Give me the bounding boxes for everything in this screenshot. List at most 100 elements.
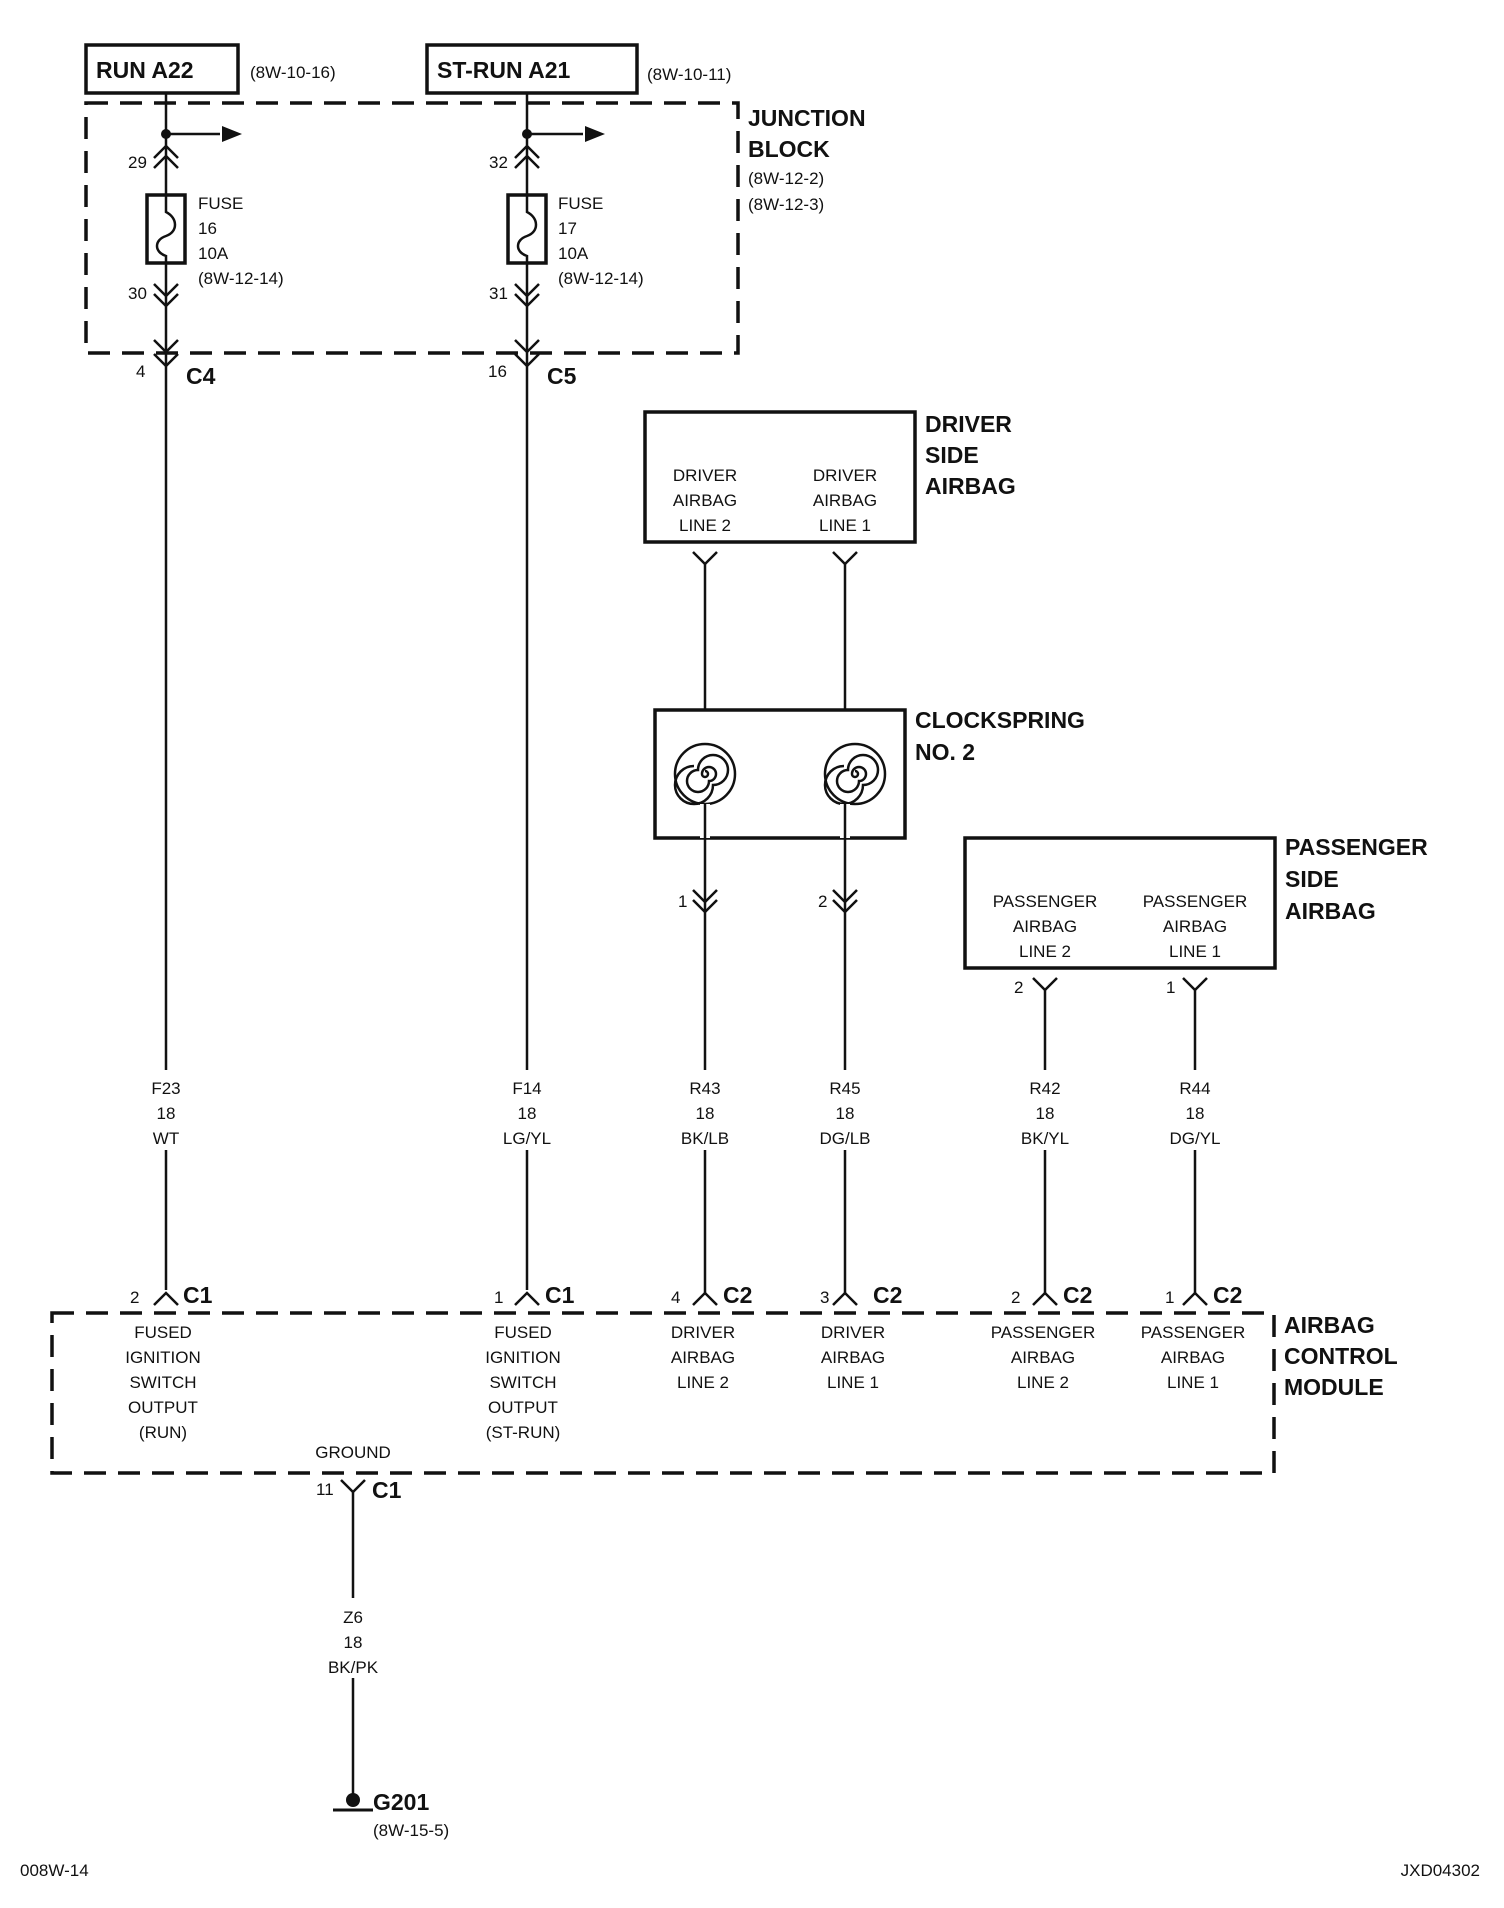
run-a22-ref: (8W-10-16) xyxy=(250,63,336,82)
svg-text:1: 1 xyxy=(1165,1288,1174,1307)
driver-airbag-left-2: AIRBAG xyxy=(673,491,737,510)
svg-text:2: 2 xyxy=(1011,1288,1020,1307)
acm-ground-pin: 11 xyxy=(316,1480,334,1499)
driver-airbag-wires xyxy=(692,551,858,1295)
acm-title-3: MODULE xyxy=(1284,1374,1384,1400)
svg-text:18: 18 xyxy=(1036,1104,1055,1123)
svg-text:18: 18 xyxy=(836,1104,855,1123)
wire-f23-label: F23 18 WT xyxy=(140,1070,192,1150)
clockspring-pin-1: 1 xyxy=(678,892,687,911)
svg-text:IGNITION: IGNITION xyxy=(485,1348,561,1367)
driver-airbag-title-3: AIRBAG xyxy=(925,473,1016,499)
wire-r45-label: R45 18 DG/LB xyxy=(813,1070,877,1150)
passenger-airbag-right-1: PASSENGER xyxy=(1143,892,1248,911)
acm-label-driver-line2: DRIVER AIRBAG LINE 2 xyxy=(671,1323,735,1392)
passenger-airbag-right-3: LINE 1 xyxy=(1169,942,1221,961)
footer-page-code: 008W-14 xyxy=(20,1861,89,1880)
arrow-right-icon xyxy=(585,126,605,142)
svg-text:WT: WT xyxy=(153,1129,179,1148)
run-a22-label: RUN A22 xyxy=(96,57,194,83)
acm-pin-passenger-line2: 2 C2 xyxy=(1011,1282,1092,1308)
st-run-a21-label: ST-RUN A21 xyxy=(437,57,571,83)
fuse-16-pin-in: 29 xyxy=(128,153,147,172)
clockspring-pin-2: 2 xyxy=(818,892,827,911)
junction-block-title-1: JUNCTION xyxy=(748,105,866,131)
acm-label-run: FUSED IGNITION SWITCH OUTPUT (RUN) xyxy=(125,1323,201,1442)
acm-ground-label: GROUND xyxy=(315,1443,391,1462)
ground-wire-color: BK/PK xyxy=(328,1658,379,1677)
svg-text:C2: C2 xyxy=(723,1282,752,1308)
wire-labels: F23 18 WT F14 18 LG/YL R43 18 BK/LB R45 … xyxy=(140,1070,1227,1150)
c5-pin: 16 xyxy=(488,362,507,381)
svg-text:AIRBAG: AIRBAG xyxy=(671,1348,735,1367)
spiral-icon xyxy=(823,742,887,806)
svg-text:DRIVER: DRIVER xyxy=(671,1323,735,1342)
svg-text:SWITCH: SWITCH xyxy=(129,1373,196,1392)
ground-point-name: G201 xyxy=(373,1789,429,1815)
passenger-airbag-left-1: PASSENGER xyxy=(993,892,1098,911)
fuse-17-pin-in: 32 xyxy=(489,153,508,172)
junction-block-ref-1: (8W-12-2) xyxy=(748,169,824,188)
c5-connector: C5 xyxy=(547,363,577,389)
driver-airbag-right-3: LINE 1 xyxy=(819,516,871,535)
wire-f14-label: F14 18 LG/YL xyxy=(495,1070,559,1150)
junction-block-ref-2: (8W-12-3) xyxy=(748,195,824,214)
arrow-right-icon xyxy=(222,126,242,142)
svg-text:R44: R44 xyxy=(1179,1079,1210,1098)
svg-text:1: 1 xyxy=(494,1288,503,1307)
acm-pin-driver-line2: 4 C2 xyxy=(671,1282,752,1308)
svg-text:SWITCH: SWITCH xyxy=(489,1373,556,1392)
fuse-17-ref: (8W-12-14) xyxy=(558,269,644,288)
st-run-a21-ref: (8W-10-11) xyxy=(647,65,731,84)
wire-r42-label: R42 18 BK/YL xyxy=(1013,1070,1077,1150)
svg-text:LINE 1: LINE 1 xyxy=(827,1373,879,1392)
svg-text:FUSED: FUSED xyxy=(494,1323,552,1342)
passenger-airbag-left-3: LINE 2 xyxy=(1019,942,1071,961)
ground-wire-gauge: 18 xyxy=(344,1633,363,1652)
fuse-17-pin-out: 31 xyxy=(489,284,508,303)
svg-text:DG/LB: DG/LB xyxy=(819,1129,870,1148)
acm-label-passenger-line2: PASSENGER AIRBAG LINE 2 xyxy=(991,1323,1096,1392)
driver-airbag-left-1: DRIVER xyxy=(673,466,737,485)
svg-text:PASSENGER: PASSENGER xyxy=(991,1323,1096,1342)
fuse-16-number: 16 xyxy=(198,219,217,238)
acm-label-driver-line1: DRIVER AIRBAG LINE 1 xyxy=(821,1323,885,1392)
svg-text:C2: C2 xyxy=(1063,1282,1092,1308)
wire-r44-label: R44 18 DG/YL xyxy=(1163,1070,1227,1150)
acm-title-1: AIRBAG xyxy=(1284,1312,1375,1338)
c4-connector: C4 xyxy=(186,363,216,389)
svg-text:FUSED: FUSED xyxy=(134,1323,192,1342)
svg-text:OUTPUT: OUTPUT xyxy=(128,1398,198,1417)
ground-circuit: 11 C1 Z6 18 BK/PK G201 (8W-15-5) xyxy=(316,1477,449,1840)
junction-block-title-2: BLOCK xyxy=(748,136,830,162)
svg-text:IGNITION: IGNITION xyxy=(125,1348,201,1367)
svg-text:3: 3 xyxy=(820,1288,829,1307)
passenger-airbag-left-2: AIRBAG xyxy=(1013,917,1077,936)
junction-block: JUNCTION BLOCK (8W-12-2) (8W-12-3) xyxy=(84,101,866,355)
svg-text:(ST-RUN): (ST-RUN) xyxy=(486,1423,561,1442)
footer-diagram-id: JXD04302 xyxy=(1401,1861,1480,1880)
svg-text:4: 4 xyxy=(671,1288,680,1307)
svg-text:(RUN): (RUN) xyxy=(139,1423,187,1442)
driver-airbag-title-1: DRIVER xyxy=(925,411,1012,437)
driver-side-airbag: DRIVER SIDE AIRBAG DRIVER AIRBAG LINE 2 … xyxy=(643,410,1016,544)
svg-text:AIRBAG: AIRBAG xyxy=(1011,1348,1075,1367)
c4-pin: 4 xyxy=(136,362,145,381)
acm-pin-strun: 1 C1 xyxy=(494,1282,575,1308)
driver-airbag-left-3: LINE 2 xyxy=(679,516,731,535)
driver-airbag-title-2: SIDE xyxy=(925,442,979,468)
clockspring-title-1: CLOCKSPRING xyxy=(915,707,1085,733)
passenger-side-airbag: PASSENGER SIDE AIRBAG PASSENGER AIRBAG L… xyxy=(963,834,1428,1295)
passenger-airbag-pin-1: 1 xyxy=(1166,978,1175,997)
svg-text:R42: R42 xyxy=(1029,1079,1060,1098)
svg-text:18: 18 xyxy=(1186,1104,1205,1123)
clockspring-title-2: NO. 2 xyxy=(915,739,975,765)
svg-text:R43: R43 xyxy=(689,1079,720,1098)
fuse-16-ref: (8W-12-14) xyxy=(198,269,284,288)
driver-airbag-right-2: AIRBAG xyxy=(813,491,877,510)
fuse-16-rating: 10A xyxy=(198,244,229,263)
airbag-control-module: AIRBAG CONTROL MODULE FUSED IGNITION SWI… xyxy=(50,1311,1398,1475)
svg-text:18: 18 xyxy=(696,1104,715,1123)
svg-text:AIRBAG: AIRBAG xyxy=(821,1348,885,1367)
